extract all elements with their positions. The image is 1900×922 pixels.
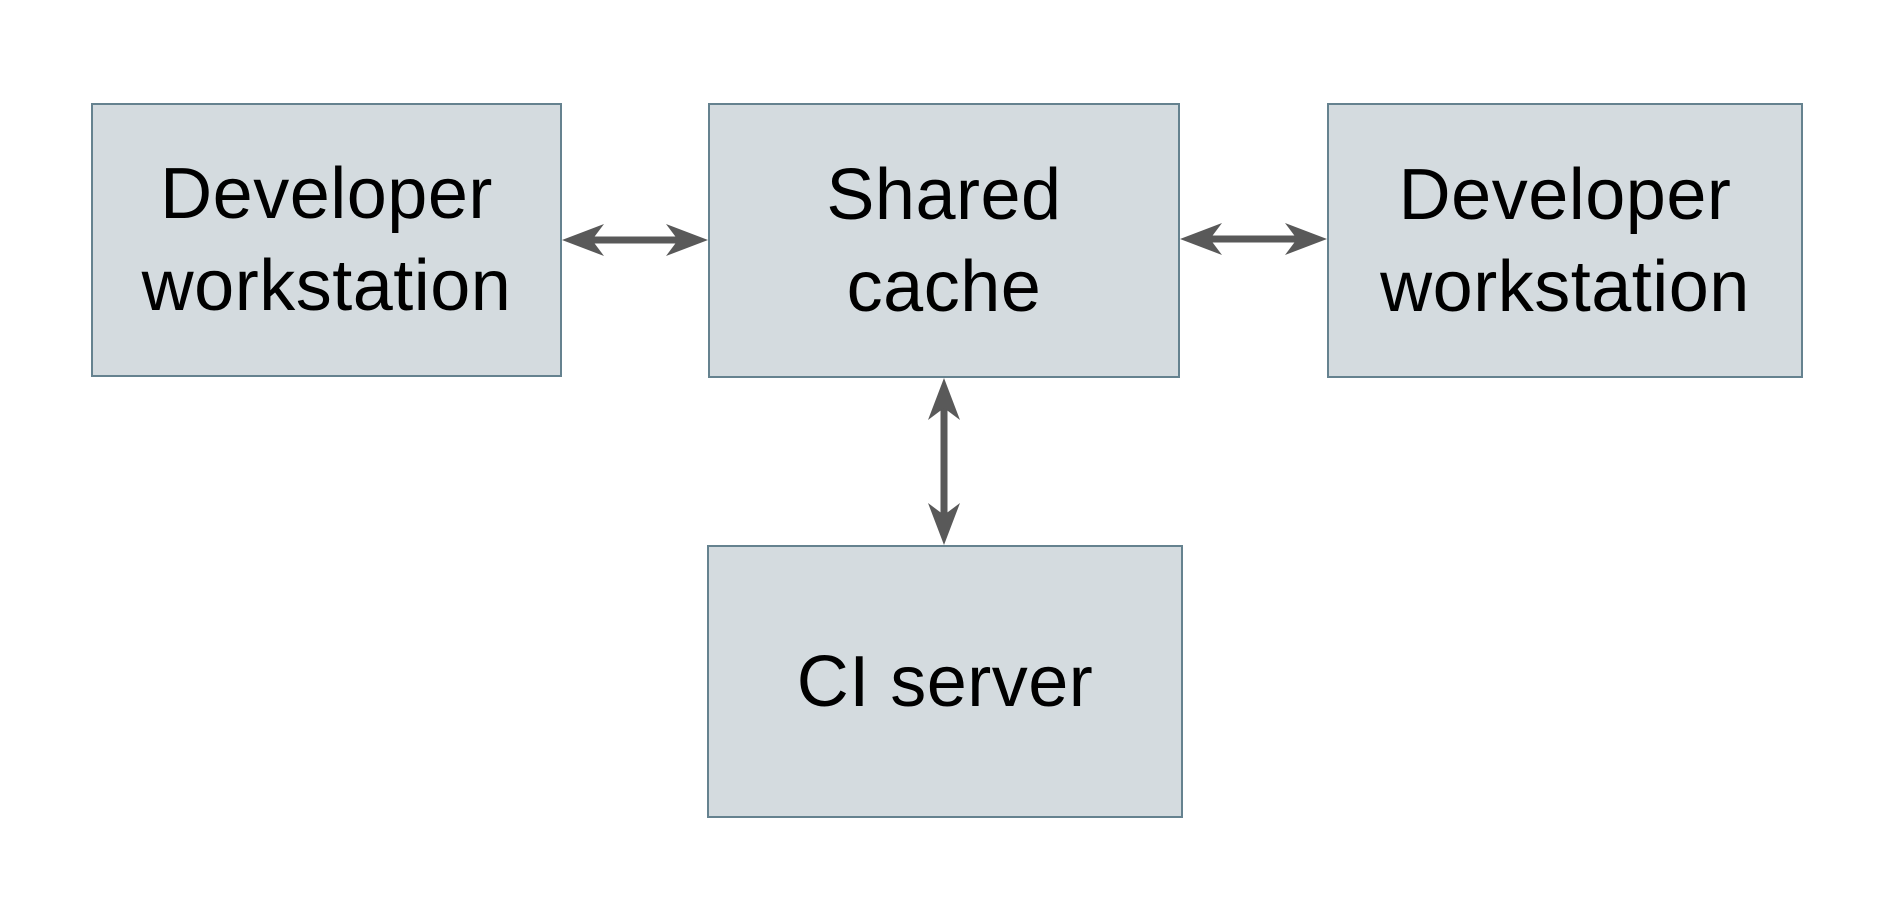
edge-shared-cache-right-workstation-bidirectional-arrow-icon <box>1180 223 1327 255</box>
node-developer-workstation-left: Developer workstation <box>91 103 562 377</box>
node-label-developer-workstation-right: Developer workstation <box>1380 154 1750 327</box>
edge-left-workstation-shared-cache-bidirectional-arrow-icon <box>562 224 708 256</box>
node-label-ci-server: CI server <box>796 641 1094 722</box>
node-shared-cache: Shared cache <box>708 103 1180 378</box>
node-label-shared-cache: Shared cache <box>826 154 1062 327</box>
edge-shared-cache-ci-server-bidirectional-arrow-icon <box>928 378 960 545</box>
node-label-developer-workstation-left: Developer workstation <box>141 154 512 326</box>
node-developer-workstation-right: Developer workstation <box>1327 103 1803 378</box>
node-ci-server: CI server <box>707 545 1183 818</box>
